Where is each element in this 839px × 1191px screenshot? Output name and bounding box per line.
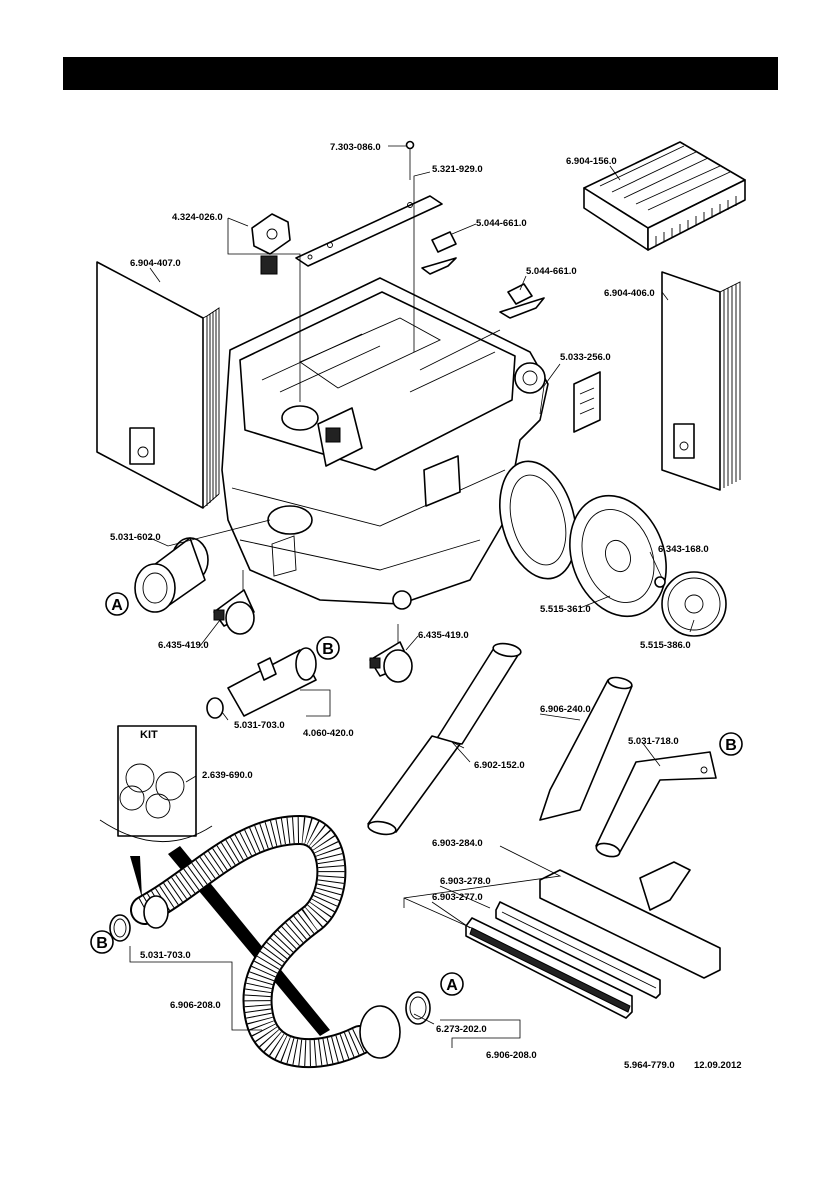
vacuum-body xyxy=(221,277,601,610)
wheels xyxy=(499,460,727,637)
label-cover-plate: 5.321-929.0 xyxy=(432,164,483,175)
leader-lines xyxy=(129,145,695,1048)
label-brush-strip: 6.903-278.0 xyxy=(440,876,491,887)
suction-hose xyxy=(109,814,431,1069)
label-flat-filter: 6.904-156.0 xyxy=(566,156,617,167)
svg-text:A: A xyxy=(111,597,123,614)
callout-b-adapter: B xyxy=(316,636,340,660)
inlet-socket xyxy=(134,537,209,613)
label-latch: 5.033-256.0 xyxy=(560,352,611,363)
callout-a-inlet: A xyxy=(105,592,129,616)
label-hubcap: 5.515-386.0 xyxy=(640,640,691,651)
label-hose-ring: 5.031-703.0 xyxy=(140,950,191,961)
castor-left xyxy=(213,570,255,635)
doc-number: 5.964-779.0 xyxy=(624,1060,675,1071)
label-crevice: 6.906-240.0 xyxy=(540,704,591,715)
label-hose: 6.906-208.0 xyxy=(170,1000,221,1011)
doc-date: 12.09.2012 xyxy=(694,1060,742,1071)
cover-plate xyxy=(295,140,443,267)
label-inlet: 5.031-602.0 xyxy=(110,532,161,543)
suction-tubes xyxy=(367,642,522,836)
label-knob: 4.324-026.0 xyxy=(172,212,223,223)
svg-text:B: B xyxy=(322,641,334,658)
label-castor-right: 6.435-419.0 xyxy=(418,630,469,641)
clips xyxy=(421,231,545,319)
label-wheel: 5.515-361.0 xyxy=(540,604,591,615)
knob xyxy=(251,213,291,275)
kit-pointer xyxy=(130,846,330,1036)
kit-bag xyxy=(99,725,213,842)
label-tubes: 6.902-152.0 xyxy=(474,760,525,771)
crevice-nozzle xyxy=(539,676,633,821)
svg-text:A: A xyxy=(446,977,458,994)
label-washer: 6.343-168.0 xyxy=(658,544,709,555)
label-hose-end: 6.906-208.0 xyxy=(486,1050,537,1061)
label-bags-left: 6.904-407.0 xyxy=(130,258,181,269)
flat-filter xyxy=(583,141,746,251)
filter-bags-left xyxy=(96,261,220,509)
label-castor-left: 6.435-419.0 xyxy=(158,640,209,651)
filter-bags-right xyxy=(661,271,741,491)
label-adapter-set: 4.060-420.0 xyxy=(303,728,354,739)
label-clip-2: 5.044-661.0 xyxy=(526,266,577,277)
svg-text:B: B xyxy=(725,737,737,754)
header-bar xyxy=(63,57,778,90)
callout-b-hose: B xyxy=(90,930,114,954)
castor-right xyxy=(369,624,413,683)
label-adapter-ring: 5.031-703.0 xyxy=(234,720,285,731)
label-clip-1: 5.044-661.0 xyxy=(476,218,527,229)
label-bags-right: 6.904-406.0 xyxy=(604,288,655,299)
callout-a-hose: A xyxy=(440,972,464,996)
floor-nozzle xyxy=(465,861,721,1019)
adapter xyxy=(206,647,317,719)
label-hose-ring-a: 6.273-202.0 xyxy=(436,1024,487,1035)
elbow xyxy=(595,751,717,858)
svg-text:B: B xyxy=(96,935,108,952)
label-elbow: 5.031-718.0 xyxy=(628,736,679,747)
label-kit: 2.639-690.0 xyxy=(202,770,253,781)
label-floor-nozzle: 6.903-284.0 xyxy=(432,838,483,849)
callout-b-elbow: B xyxy=(719,732,743,756)
label-rubber-strip: 6.903-277.0 xyxy=(432,892,483,903)
kit-title: KIT xyxy=(140,729,158,741)
label-screw: 7.303-086.0 xyxy=(330,142,381,153)
